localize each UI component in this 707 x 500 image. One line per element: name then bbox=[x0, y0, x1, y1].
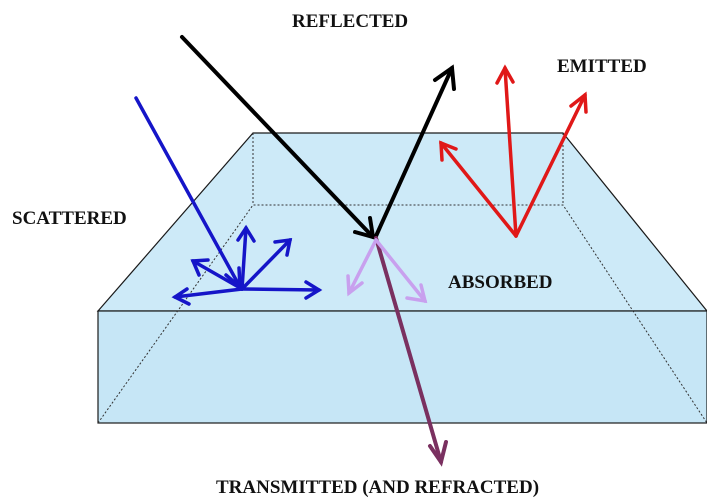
label-absorbed: ABSORBED bbox=[448, 272, 553, 293]
label-scattered: SCATTERED bbox=[12, 208, 127, 229]
label-emitted: EMITTED bbox=[557, 56, 647, 77]
label-transmitted: TRANSMITTED (AND REFRACTED) bbox=[216, 477, 539, 498]
scattered-ray-right bbox=[242, 289, 319, 290]
label-reflected: REFLECTED bbox=[292, 11, 408, 32]
